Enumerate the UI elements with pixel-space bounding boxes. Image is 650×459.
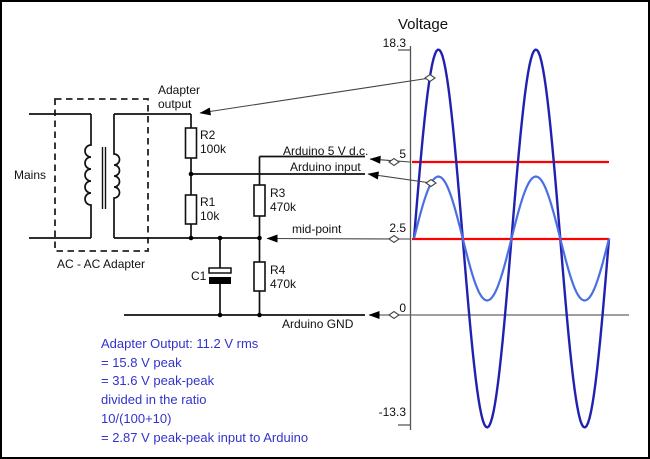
- note-line: = 31.6 V peak-peak: [101, 373, 215, 389]
- r4-ref-label: R4: [270, 263, 286, 277]
- marker-0v: [388, 310, 400, 320]
- diamond-markers: [388, 73, 437, 320]
- calculation-notes: Adapter Output: 11.2 V rms = 15.8 V peak…: [101, 335, 308, 447]
- note-line: = 2.87 V peak-peak input to Arduino: [101, 429, 309, 445]
- resistor-r2-symbol: [184, 127, 198, 159]
- ytick-5: 5: [399, 147, 406, 161]
- r1-value-label: 10k: [200, 209, 220, 223]
- capacitor-c1-symbol: [208, 267, 232, 284]
- resistor-r4-symbol: [253, 261, 266, 292]
- adapter-output-arrow: [199, 77, 431, 116]
- adapter-output-marker: [424, 73, 436, 83]
- transformer-symbol: [29, 113, 121, 239]
- resistor-r3-symbol: [253, 184, 266, 217]
- r2-ref-label: R2: [200, 128, 216, 142]
- arduino-5v-net-label: Arduino 5 V d.c.: [283, 144, 369, 158]
- arduino-input-arrow: [367, 171, 432, 184]
- adapter-output-label-line1: Adapter: [158, 83, 201, 97]
- circuit-wires: [114, 113, 365, 316]
- r3-value-label: 470k: [270, 200, 297, 214]
- note-line: 10/(100+10): [101, 410, 172, 426]
- r3-ref-label: R3: [270, 186, 286, 200]
- midpoint-arrow: [266, 234, 411, 243]
- marker-5v: [388, 157, 400, 167]
- note-line: = 15.8 V peak: [101, 354, 182, 370]
- arduino-input-curve: [412, 175, 611, 302]
- ytick-2-5: 2.5: [389, 221, 406, 235]
- r4-value-label: 470k: [270, 277, 297, 291]
- arduino-5v-arrow: [369, 155, 411, 164]
- waveform-curves: [412, 48, 611, 429]
- midpoint-net-label: mid-point: [292, 222, 342, 236]
- callout-arrows: [199, 77, 432, 243]
- arduino-gnd-net-label: Arduino GND: [282, 317, 354, 331]
- arduino-input-net-label: Arduino input: [290, 160, 361, 174]
- note-line: Adapter Output: 11.2 V rms: [101, 336, 259, 351]
- r2-value-label: 100k: [200, 142, 227, 156]
- ac-adapter-dashed-box: [54, 98, 149, 252]
- note-line: divided in the ratio: [101, 392, 207, 408]
- marker-2v5: [388, 234, 400, 244]
- adapter-output-label-line2: output: [158, 97, 192, 111]
- mains-label: Mains: [14, 168, 47, 182]
- ytick-0: 0: [399, 301, 406, 315]
- chart-axis: [398, 46, 412, 430]
- chart-title: Voltage: [398, 16, 449, 33]
- resistor-symbols: [184, 127, 266, 292]
- c1-ref-label: C1: [191, 269, 207, 283]
- ytick-minus-13-3: -13.3: [378, 405, 406, 419]
- junction-dots: [188, 171, 262, 318]
- arduino-input-marker: [425, 178, 437, 188]
- ytick-18-3: 18.3: [382, 36, 406, 50]
- resistor-r1-symbol: [184, 194, 198, 225]
- ac-adapter-box-label: AC - AC Adapter: [57, 257, 146, 271]
- r1-ref-label: R1: [200, 195, 216, 209]
